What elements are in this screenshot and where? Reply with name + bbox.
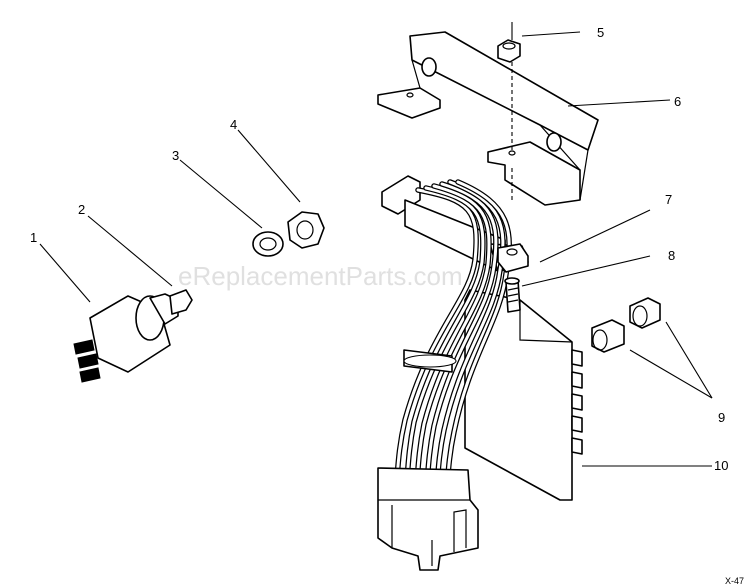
callout-6: 6	[674, 94, 681, 109]
bushings	[591, 297, 713, 399]
corner-code: X-47	[725, 576, 744, 585]
circuit-board	[464, 289, 712, 501]
screw	[504, 255, 651, 313]
wire-harness	[393, 179, 512, 503]
nut	[497, 22, 521, 63]
hex-nut	[237, 129, 325, 249]
mounting-bracket	[377, 31, 599, 206]
callout-9: 9	[718, 410, 725, 425]
callout-4: 4	[230, 117, 237, 132]
watermark: eReplacementParts.com	[178, 261, 463, 291]
callout-10: 10	[714, 458, 728, 473]
switch-body	[39, 215, 193, 383]
callout-7: 7	[665, 192, 672, 207]
callout-5: 5	[597, 25, 604, 40]
callout-2: 2	[78, 202, 85, 217]
callout-8: 8	[668, 248, 675, 263]
harness-bottom-connector	[377, 467, 479, 571]
standoff	[497, 209, 651, 273]
callout-3: 3	[172, 148, 179, 163]
callout-1: 1	[30, 230, 37, 245]
lock-washer	[179, 159, 284, 257]
